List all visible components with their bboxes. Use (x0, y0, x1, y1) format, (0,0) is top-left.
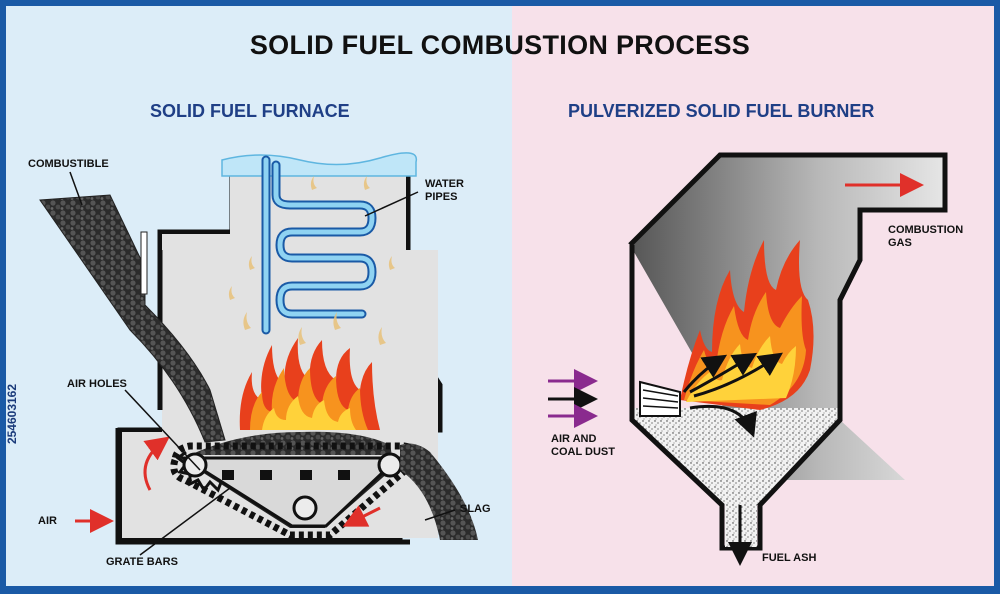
label-air-coal-dust-line1: AIR AND (551, 433, 597, 445)
stock-id-text: 254603162 (5, 383, 19, 445)
label-grate-bars: GRATE BARS (106, 556, 178, 568)
main-title: SOLID FUEL COMBUSTION PROCESS (249, 30, 751, 60)
flow-arrows-right (682, 352, 783, 566)
airflow-arrows-left (75, 436, 381, 533)
heat-wisps (228, 176, 395, 345)
label-water-pipes-line2: PIPES (425, 191, 458, 203)
water-surface (221, 152, 418, 177)
label-combustion-gas-line1: COMBUSTION (888, 224, 964, 236)
label-combustible: COMBUSTIBLE (28, 158, 109, 170)
combustible-hopper (39, 194, 226, 443)
label-fuel-ash: FUEL ASH (762, 552, 817, 564)
leader-lines-left (69, 171, 456, 556)
label-air-holes: AIR HOLES (67, 378, 127, 390)
left-panel-heading: SOLID FUEL FURNACE (150, 101, 350, 121)
label-slag: SLAG (460, 503, 491, 515)
label-air-coal-dust-line2: COAL DUST (551, 446, 615, 458)
burner-nozzle (639, 380, 681, 417)
right-panel-heading: PULVERIZED SOLID FUEL BURNER (568, 101, 875, 121)
label-air: AIR (38, 515, 57, 527)
furnace-flames (239, 338, 380, 430)
label-combustion-gas-line2: GAS (888, 237, 912, 249)
label-water-pipes-line1: WATER (425, 178, 464, 190)
slag-chute (400, 443, 478, 540)
air-coal-input-arrows (548, 369, 598, 428)
stock-id-watermark: 254603162 (4, 355, 19, 475)
